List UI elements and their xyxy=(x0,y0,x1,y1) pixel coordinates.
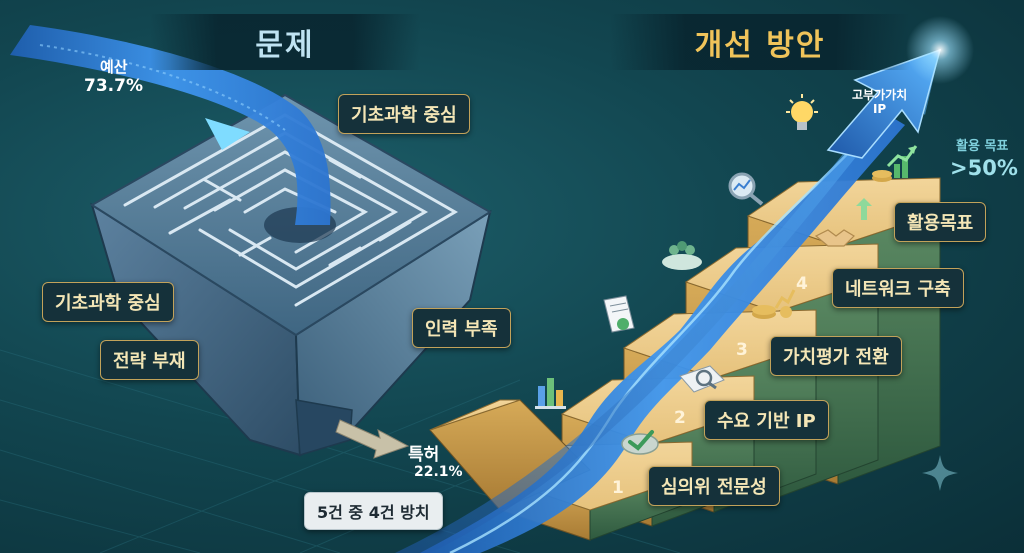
unused-patents-note: 5건 중 4건 방치 xyxy=(304,492,443,530)
arrow-label: 고부가가치 IP xyxy=(852,88,908,116)
coins-icon xyxy=(752,289,796,319)
document-icon xyxy=(603,295,635,333)
step-3-number: 3 xyxy=(736,340,748,360)
step-4-number: 4 xyxy=(796,274,808,294)
step-1-number: 1 xyxy=(612,478,624,498)
problem-header: 문제 xyxy=(150,14,420,70)
growth-chart-icon xyxy=(872,145,918,182)
step-1-label: 심의위 전문성 xyxy=(648,466,780,506)
patent-outflow-arrow xyxy=(335,419,410,459)
solution-stream xyxy=(395,50,940,553)
up-arrows-icon xyxy=(856,198,872,220)
step-4-label: 네트워크 구축 xyxy=(832,268,964,308)
issue-lack-of-staff: 인력 부족 xyxy=(412,308,511,348)
issue-basic-science-left: 기초과학 중심 xyxy=(42,282,174,322)
maze-funnel xyxy=(90,93,492,457)
solution-header: 개선 방안 xyxy=(610,14,910,70)
patent-value: 22.1% xyxy=(414,464,463,480)
bar-chart-icon xyxy=(535,378,566,409)
patent-label: 특허 xyxy=(408,445,440,465)
magnifier-chart-icon xyxy=(728,172,764,206)
flow-arrow-icon xyxy=(205,118,250,150)
target-label: 활용 목표 xyxy=(956,139,1009,154)
growth-arrow-head xyxy=(826,16,974,159)
handshake-icon xyxy=(814,229,855,247)
people-icon xyxy=(662,241,702,270)
floor-grid xyxy=(0,349,701,553)
step-0-top xyxy=(429,399,521,431)
step-2-label: 수요 기반 IP xyxy=(704,400,829,440)
target-value: >50% xyxy=(950,156,1018,180)
issue-no-strategy: 전략 부재 xyxy=(100,340,199,380)
budget-value: 73.7% xyxy=(84,76,143,96)
magnifier-document-icon xyxy=(679,365,725,393)
lightbulb-icon xyxy=(786,94,818,130)
step-3-label: 가치평가 전환 xyxy=(770,336,902,376)
check-icon xyxy=(621,430,659,455)
step-5-label: 활용목표 xyxy=(894,202,987,242)
sparkle-icon xyxy=(922,455,958,491)
budget-label: 예산 xyxy=(100,58,128,76)
issue-basic-science-top: 기초과학 중심 xyxy=(338,94,470,134)
step-2-number: 2 xyxy=(674,408,686,428)
